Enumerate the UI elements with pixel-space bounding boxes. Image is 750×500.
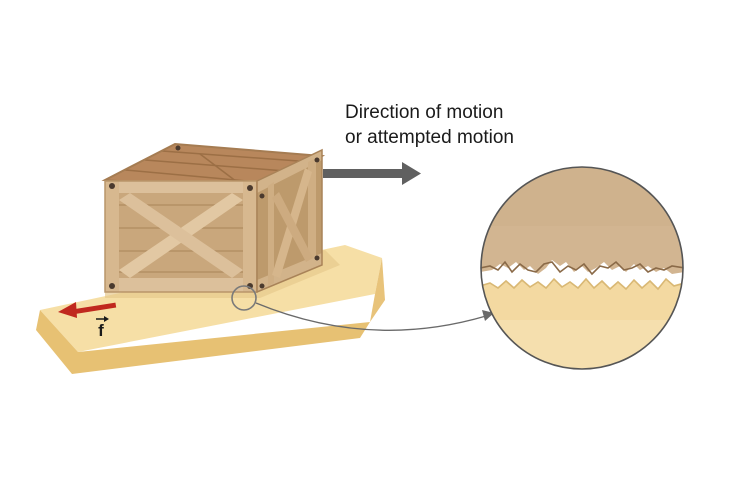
floor-side-right — [370, 258, 385, 322]
friction-force-arrow — [58, 302, 117, 318]
floor-side-front — [36, 310, 370, 374]
motion-direction-label: Direction of motion or attempted motion — [345, 100, 585, 150]
contact-point-marker — [231, 285, 257, 311]
wooden-crate — [101, 142, 326, 294]
crate-rough-edge — [481, 260, 683, 276]
zoom-circle-border — [480, 166, 684, 370]
motion-label-line1: Direction of motion — [345, 102, 504, 123]
zoomed-surface-view — [480, 166, 684, 370]
motion-direction-arrow — [323, 162, 421, 185]
zoom-connector-line — [255, 302, 487, 331]
friction-force-label: f — [96, 316, 109, 340]
floor-rough-edge — [481, 277, 683, 291]
motion-label-line2: or attempted motion — [345, 127, 514, 148]
friction-symbol: f — [98, 321, 104, 340]
